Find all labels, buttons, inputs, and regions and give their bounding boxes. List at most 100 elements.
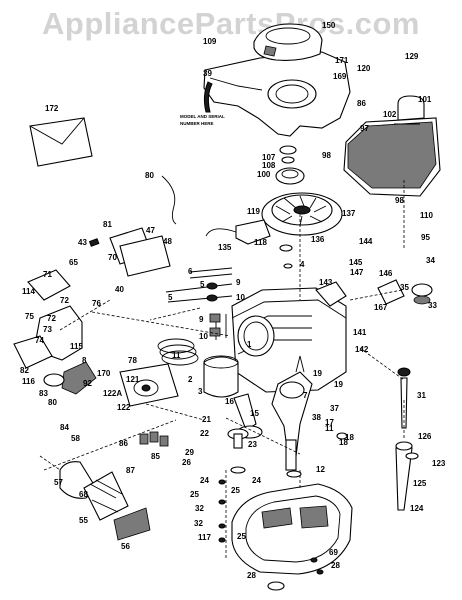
- part-label: 21: [202, 415, 211, 424]
- part-label: 141: [353, 328, 367, 337]
- part-label: 32: [195, 504, 204, 513]
- part-label: 97: [360, 124, 369, 133]
- part-label: 48: [163, 237, 172, 246]
- part-label: 57: [54, 478, 63, 487]
- part-label: 11: [172, 351, 181, 360]
- part-label: 32: [194, 519, 203, 528]
- part-label: 55: [79, 516, 88, 525]
- owners-manual: [29, 117, 93, 167]
- part-label: 24: [200, 476, 209, 485]
- part-label: 122: [117, 403, 131, 412]
- part-label: 108: [262, 161, 276, 170]
- part-label: 145: [349, 258, 363, 267]
- part-label: 121: [126, 375, 140, 384]
- part-label: 37: [330, 404, 339, 413]
- part-label: 5: [200, 280, 205, 289]
- part-label: 19: [313, 369, 322, 378]
- part-label: 120: [357, 64, 371, 73]
- part-label: 98: [322, 151, 331, 160]
- part-label: 1: [247, 340, 252, 349]
- part-label: 118: [254, 238, 267, 247]
- part-label: 123: [432, 459, 446, 468]
- part-label: 68: [79, 490, 88, 499]
- part-label: 101: [418, 95, 432, 104]
- part-label: 47: [146, 226, 155, 235]
- part-label: 171: [335, 56, 349, 65]
- part-label: 80: [48, 398, 57, 407]
- part-label: 39: [203, 69, 212, 78]
- part-label: 150: [322, 21, 336, 30]
- part-label: 25: [190, 490, 199, 499]
- part-label: 4: [300, 260, 305, 269]
- part-label: 28: [331, 561, 340, 570]
- part-label: 16: [225, 397, 234, 406]
- hardware: [139, 244, 419, 575]
- part-label: 29: [185, 448, 194, 457]
- part-label: 34: [426, 256, 435, 265]
- part-label: 3: [198, 387, 203, 396]
- connecting-rod: [233, 393, 263, 439]
- part-label: 15: [250, 409, 259, 418]
- piston: [203, 355, 239, 398]
- part-label: 19: [334, 380, 343, 389]
- fuel-tank: [343, 95, 441, 197]
- part-label: 135: [218, 243, 232, 252]
- part-label: 169: [333, 72, 347, 81]
- part-label: 136: [311, 235, 325, 244]
- part-label: 115: [70, 342, 83, 351]
- part-label: 102: [383, 110, 397, 119]
- part-label: 58: [71, 434, 80, 443]
- part-label: 109: [203, 37, 217, 46]
- part-label: 5: [168, 293, 173, 302]
- governor-gear: [227, 428, 249, 474]
- fan-hub: [275, 145, 305, 185]
- part-label: 114: [22, 287, 35, 296]
- piston-rings: [157, 338, 199, 366]
- crankshaft: [271, 355, 313, 471]
- part-label: 143: [319, 278, 333, 287]
- part-label: 22: [200, 429, 209, 438]
- ignition-module: [205, 219, 271, 245]
- part-label: 23: [248, 440, 257, 449]
- part-label: 80: [145, 171, 154, 180]
- rewind-starter-cover: [253, 23, 323, 61]
- part-label: 117: [198, 533, 211, 542]
- part-label: 8: [82, 356, 87, 365]
- part-label: 18: [339, 438, 348, 447]
- part-label: 100: [257, 170, 271, 179]
- part-label: 9: [199, 315, 204, 324]
- part-label: 119: [247, 207, 260, 216]
- part-label: 144: [359, 237, 373, 246]
- part-label: 95: [421, 233, 430, 242]
- cylinder-block: [231, 287, 347, 393]
- part-label: 25: [237, 532, 246, 541]
- part-label: 69: [329, 548, 338, 557]
- part-label: 82: [20, 366, 29, 375]
- part-label: 75: [25, 312, 34, 321]
- dipstick-tube: [395, 367, 413, 511]
- part-label: 6: [188, 267, 193, 276]
- part-label: 17: [325, 418, 334, 427]
- note-line-1: MODEL AND SERIAL: [180, 114, 225, 119]
- part-label: 170: [97, 369, 111, 378]
- part-label: 142: [355, 345, 369, 354]
- part-label: 167: [374, 303, 388, 312]
- part-label: 172: [45, 104, 59, 113]
- part-label: 12: [316, 465, 325, 474]
- part-label: 26: [182, 458, 191, 467]
- part-label: 38: [312, 413, 321, 422]
- part-label: 84: [60, 423, 69, 432]
- part-label: 124: [410, 504, 424, 513]
- part-label: 71: [43, 270, 52, 279]
- part-label: 70: [108, 253, 117, 262]
- part-label: 18: [345, 433, 354, 442]
- carburetor: [13, 269, 97, 395]
- part-label: 74: [35, 336, 44, 345]
- part-label: 7: [303, 391, 308, 400]
- part-label: 147: [350, 268, 364, 277]
- part-label: 107: [262, 153, 276, 162]
- assembly-leaders: [39, 180, 405, 560]
- part-label: 137: [342, 209, 356, 218]
